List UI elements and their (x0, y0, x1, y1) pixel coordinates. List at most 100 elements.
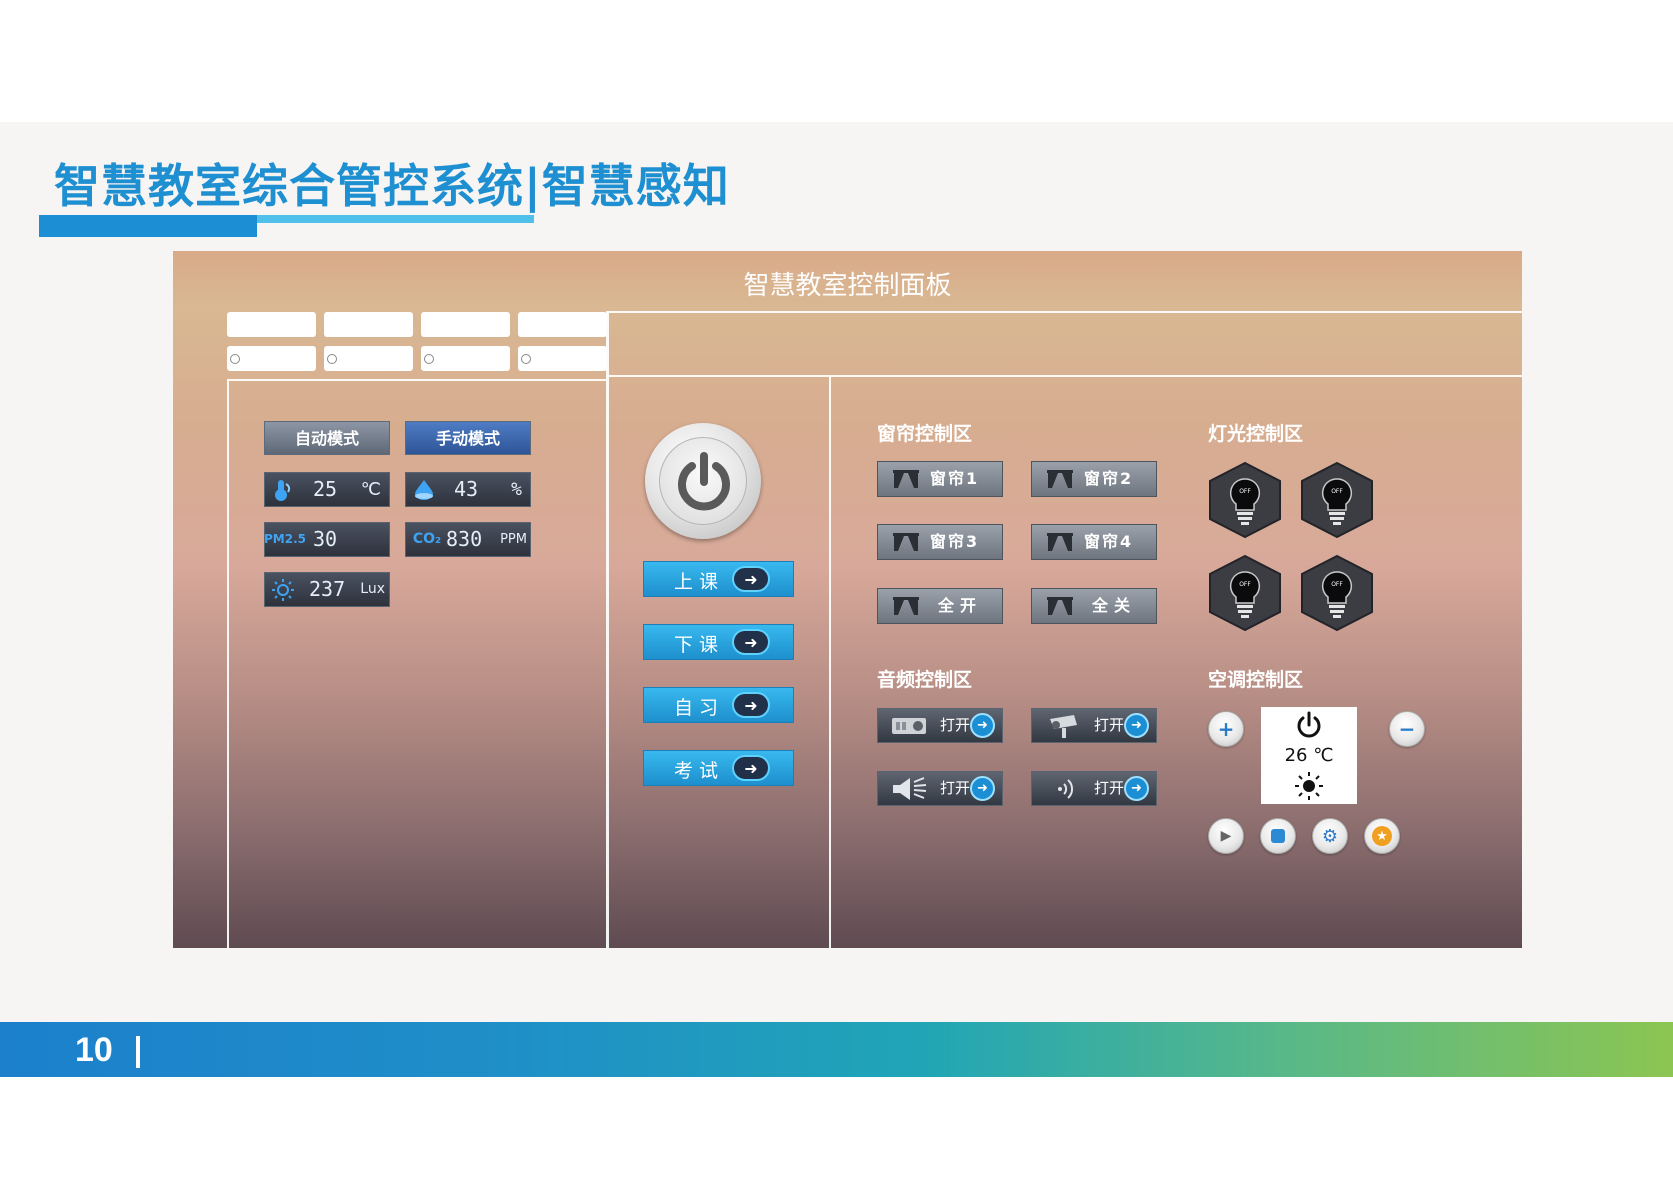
divider-header-bottom (608, 375, 1522, 377)
end-class-button[interactable]: 下课 ➜ (643, 624, 794, 660)
curtain-2-button[interactable]: 窗帘2 (1031, 461, 1157, 497)
arrow-right-icon: ➜ (1124, 713, 1149, 738)
start-class-label: 上课 (674, 571, 725, 593)
thermometer-icon (271, 477, 295, 502)
light-section-label: 灯光控制区 (1208, 423, 1304, 445)
curtain-icon (1047, 533, 1073, 551)
slot-radio-box[interactable] (518, 346, 607, 371)
light-3-toggle[interactable]: OFF (1206, 554, 1284, 632)
start-class-button[interactable]: 上课 ➜ (643, 561, 794, 597)
curtain-section-label: 窗帘控制区 (877, 423, 973, 445)
co2-sensor: CO₂ 830 PPM (405, 522, 531, 557)
camera-open-label: 打开 (1094, 716, 1125, 734)
power-button[interactable] (645, 423, 761, 539)
curtain-1-button[interactable]: 窗帘1 (877, 461, 1003, 497)
title-underline-thin (39, 215, 534, 223)
curtain-4-button[interactable]: 窗帘4 (1031, 524, 1157, 560)
arrow-right-icon: ➜ (970, 776, 995, 801)
arrow-right-icon: ➜ (732, 692, 770, 718)
ac-temp-down-button[interactable]: − (1389, 711, 1425, 747)
curtain-1-label: 窗帘1 (930, 469, 980, 488)
water-drop-icon (412, 477, 436, 502)
curtain-3-button[interactable]: 窗帘3 (877, 524, 1003, 560)
exam-button[interactable]: 考试 ➜ (643, 750, 794, 786)
panel-title: 智慧教室控制面板 (743, 271, 952, 301)
speaker-icon (893, 777, 927, 800)
temperature-unit: ℃ (360, 479, 381, 500)
wireless-open-label: 打开 (1094, 779, 1125, 797)
light-1-status: OFF (1239, 488, 1251, 495)
camera-open-button[interactable]: 打开 ➜ (1031, 708, 1157, 743)
slide-title: 智慧教室综合管控系统|智慧感知 (54, 159, 730, 213)
self-study-button[interactable]: 自习 ➜ (643, 687, 794, 723)
exam-label: 考试 (674, 760, 725, 782)
arrow-right-icon: ➜ (732, 629, 770, 655)
humidity-value: 43 (454, 477, 479, 501)
bulb-icon (1209, 554, 1281, 632)
light-2-toggle[interactable]: OFF (1298, 461, 1376, 539)
humidity-sensor: 43 % (405, 472, 531, 507)
pm25-value: 30 (313, 527, 338, 551)
divider-left-edge (227, 379, 229, 948)
divider-left-column (606, 311, 609, 948)
temperature-sensor: 25 ℃ (264, 472, 390, 507)
ac-temp-up-button[interactable]: + (1208, 711, 1244, 747)
projector-icon (892, 718, 926, 734)
bulb-icon (1301, 554, 1373, 632)
stop-icon (1271, 829, 1285, 843)
temperature-value: 25 (313, 477, 338, 501)
light-1-toggle[interactable]: OFF (1206, 461, 1284, 539)
divider-middle-column (829, 377, 831, 948)
control-panel: 智慧教室控制面板 自动模式 手动模式 25 ℃ 43 % PM2.5 30 CO… (173, 251, 1522, 948)
ac-settings-button[interactable]: ⚙ (1312, 818, 1348, 854)
power-icon (678, 452, 730, 511)
slot-box[interactable] (227, 312, 316, 337)
auto-mode-button[interactable]: 自动模式 (264, 421, 390, 455)
footer-bar (0, 1022, 1673, 1077)
self-study-label: 自习 (674, 697, 725, 719)
wireless-open-button[interactable]: 打开 ➜ (1031, 771, 1157, 806)
slot-radio-box[interactable] (421, 346, 510, 371)
ac-play-button[interactable]: ▶ (1208, 818, 1244, 854)
radio-icon[interactable] (230, 354, 240, 364)
slot-box[interactable] (324, 312, 413, 337)
curtain-open-all-button[interactable]: 全开 (877, 588, 1003, 624)
sun-icon (271, 577, 295, 602)
co2-label-icon: CO₂ (412, 531, 442, 547)
slot-box[interactable] (421, 312, 510, 337)
curtain-icon (893, 533, 919, 551)
curtain-2-label: 窗帘2 (1084, 469, 1134, 488)
humidity-unit: % (511, 479, 522, 500)
speaker-open-label: 打开 (940, 779, 971, 797)
plus-icon: + (1217, 717, 1235, 741)
radio-icon[interactable] (521, 354, 531, 364)
ac-favorite-button[interactable]: ★ (1364, 818, 1400, 854)
wireless-icon (1058, 779, 1074, 799)
speaker-open-button[interactable]: 打开 ➜ (877, 771, 1003, 806)
camera-icon (1050, 715, 1077, 738)
end-class-label: 下课 (674, 634, 725, 656)
page-separator (136, 1036, 140, 1068)
light-unit: Lux (360, 581, 385, 597)
play-icon: ▶ (1220, 828, 1232, 844)
projector-open-button[interactable]: 打开 ➜ (877, 708, 1003, 743)
slot-box[interactable] (518, 312, 607, 337)
light-4-toggle[interactable]: OFF (1298, 554, 1376, 632)
radio-icon[interactable] (424, 354, 434, 364)
title-underline-thick (39, 215, 257, 237)
radio-icon[interactable] (327, 354, 337, 364)
power-button-face (659, 437, 747, 525)
manual-mode-button[interactable]: 手动模式 (405, 421, 531, 455)
curtain-close-all-button[interactable]: 全关 (1031, 588, 1157, 624)
pm25-sensor: PM2.5 30 (264, 522, 390, 557)
ac-stop-button[interactable] (1260, 818, 1296, 854)
co2-value: 830 (446, 527, 483, 551)
light-4-status: OFF (1331, 581, 1343, 588)
arrow-right-icon: ➜ (970, 713, 995, 738)
page-number: 10 (75, 1031, 113, 1069)
light-2-status: OFF (1331, 488, 1343, 495)
curtain-icon (1047, 597, 1073, 615)
audio-section-label: 音频控制区 (877, 669, 973, 691)
slot-radio-box[interactable] (324, 346, 413, 371)
slot-radio-box[interactable] (227, 346, 316, 371)
